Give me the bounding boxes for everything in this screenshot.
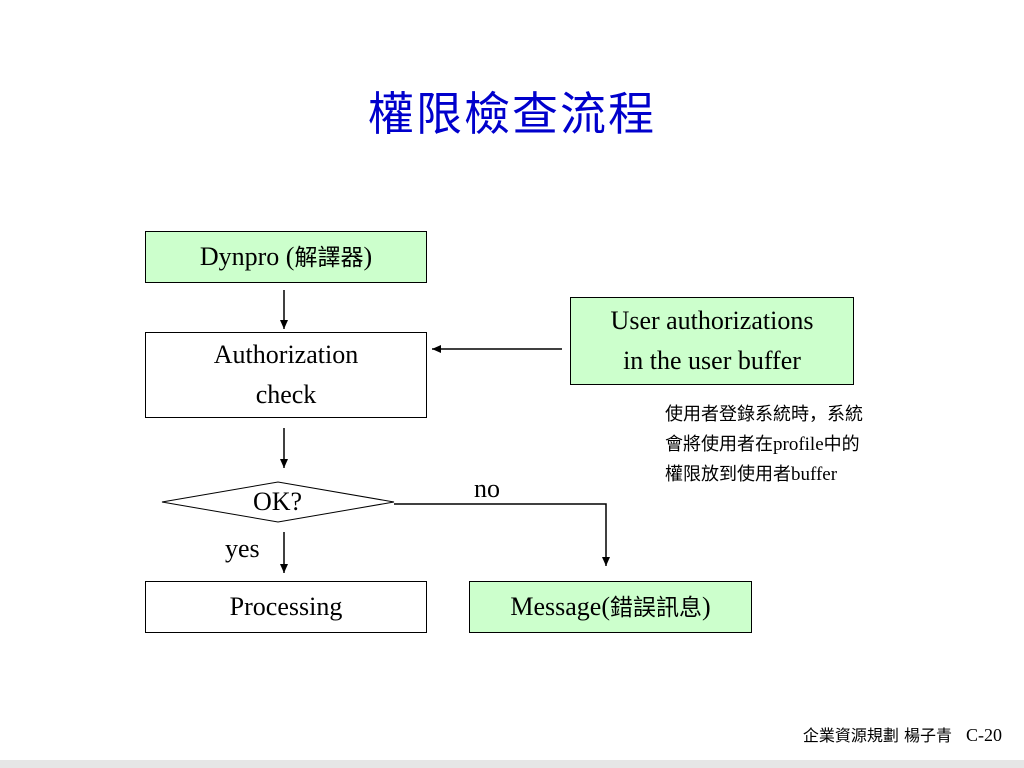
dynpro-box: Dynpro (解譯器) [145,231,427,283]
no-label: no [474,474,500,503]
authorization-check-line1: Authorization [213,340,359,369]
authorization-check-line2: check [255,380,317,409]
processing-box: Processing [145,581,427,633]
slide-title: 權限檢查流程 [368,87,656,141]
note-line-1: 使用者登錄系統時，系統 [665,404,863,425]
note-line-3: 權限放到使用者buffer [665,460,965,490]
note-line-2c: 中的 [823,434,860,455]
page-number: C-20 [966,725,1002,745]
processing-label: Processing [229,592,343,621]
dynpro-cjk-label: 解譯器 [294,244,364,271]
user-authorizations-line2: in the user buffer [623,346,801,375]
decision-diamond [161,481,395,523]
message-close: ) [701,591,711,621]
note-line-2b: profile [773,434,824,455]
note-line-2: 會將使用者在profile中的 [665,430,965,460]
arrow-decision-to-message [394,503,610,566]
note-line-3a: 權限放到使用者 [665,464,791,485]
user-authorizations-box: User authorizations in the user buffer [570,297,854,385]
dynpro-close: ) [363,241,373,271]
message-box: Message(錯誤訊息) [469,581,752,633]
yes-label: yes [225,534,260,563]
note-line-2a: 會將使用者在 [665,434,773,455]
footer-text: 企業資源規劃 楊子青 [802,726,952,745]
message-label: Message( [510,591,610,621]
explanation-note: 使用者登錄系統時，系統 會將使用者在profile中的 權限放到使用者buffe… [665,400,965,490]
bottom-band [0,760,1024,768]
message-cjk-label: 錯誤訊息 [609,594,702,621]
note-line-3b: buffer [791,464,838,485]
slide-footer: 企業資源規劃 楊子青 C-20 [803,722,1002,749]
decision-label: OK? [252,487,303,516]
user-authorizations-line1: User authorizations [610,306,814,335]
authorization-check-box: Authorization check [145,332,427,418]
dynpro-label: Dynpro ( [199,241,295,271]
